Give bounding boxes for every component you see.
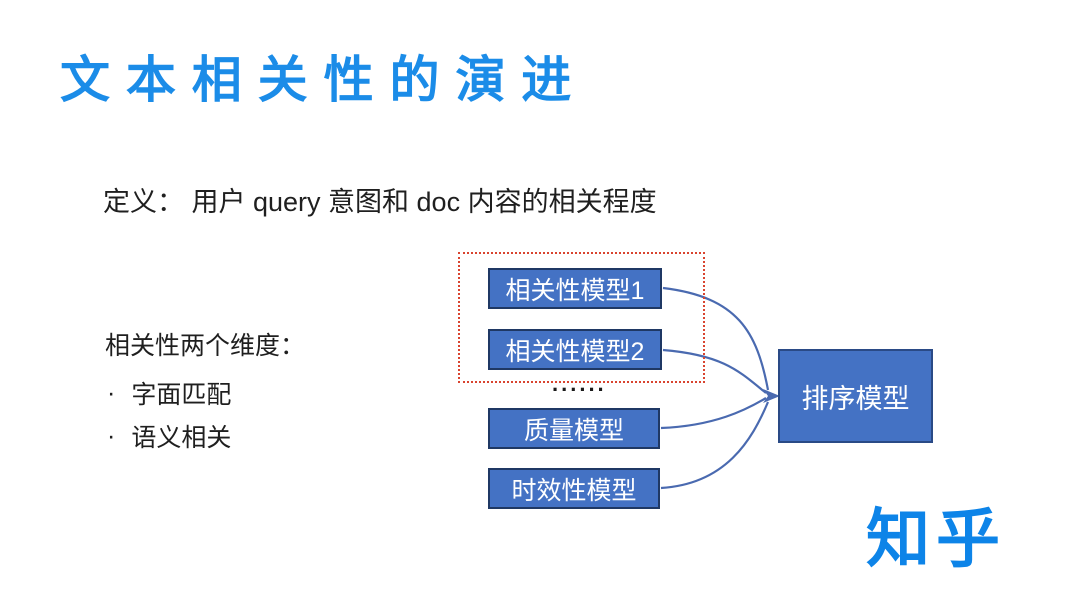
bullet-dot: · [107, 421, 116, 450]
node-relevance-model-1: 相关性模型1 [488, 268, 662, 309]
bullet-item-semantic-relevance: · 语义相关 [107, 418, 231, 454]
ellipsis-more-models: ...... [552, 371, 607, 396]
node-timeliness-model: 时效性模型 [488, 468, 660, 509]
relevance-models-group-outline [458, 252, 705, 383]
node-relevance-model-2: 相关性模型2 [488, 329, 662, 370]
bullet-dot: · [107, 378, 116, 407]
zhihu-logo: 知乎 [866, 503, 1006, 575]
slide-title: 文 本 相 关 性 的 演 进 [60, 52, 573, 108]
bullet-label: 语义相关 [131, 424, 232, 452]
node-quality-model: 质量模型 [488, 408, 660, 449]
node-ranking-model: 排序模型 [778, 349, 933, 443]
definition-text: 定义： 用户 query 意图和 doc 内容的相关程度 [103, 187, 657, 217]
dimensions-heading: 相关性两个维度： [105, 332, 306, 360]
bullet-label: 字面匹配 [131, 381, 232, 409]
bullet-item-literal-match: · 字面匹配 [107, 375, 231, 411]
